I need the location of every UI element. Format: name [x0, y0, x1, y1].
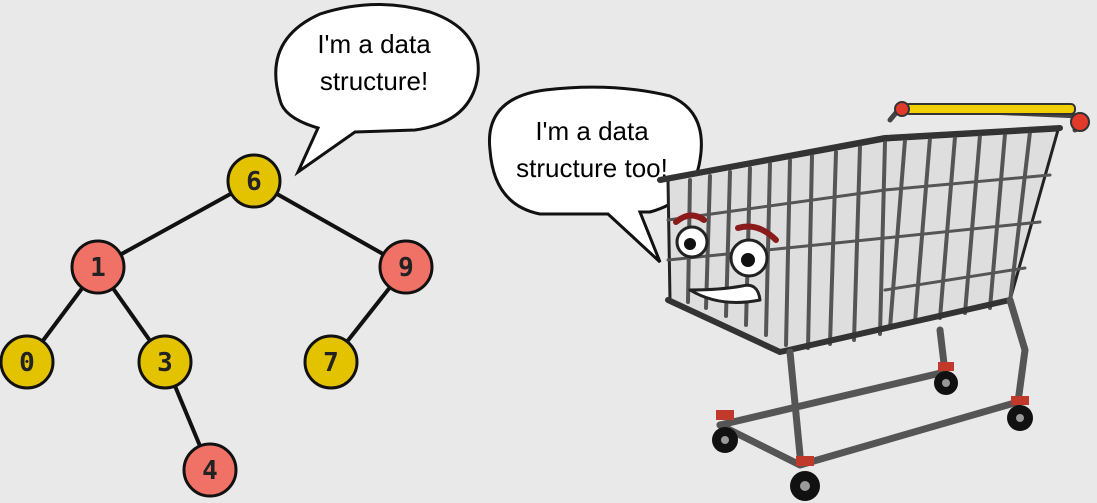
- tree-node-label: 6: [246, 167, 262, 197]
- shopping-cart-icon: [657, 101, 1090, 501]
- tree-node-1: 1: [70, 239, 126, 295]
- tree-node-circle: [0, 334, 55, 390]
- cart-speech-bubble: I'm a data structure too!: [487, 85, 703, 264]
- cart-face: [673, 212, 779, 304]
- tree-bubble-line-1: I'm a data: [317, 29, 431, 59]
- cart-bubble-line-1: I'm a data: [535, 116, 649, 146]
- tree-node-4: 4: [182, 442, 238, 498]
- tree-node-label: 7: [323, 348, 339, 378]
- handle-cap-right-icon: [1070, 112, 1090, 132]
- tree-node-circle: [70, 239, 126, 295]
- tree-edge-n6-n9: [253, 179, 407, 269]
- tree-node-label: 9: [398, 253, 414, 283]
- tree-node-6: 6: [226, 153, 282, 209]
- tree-node-9: 9: [378, 239, 434, 295]
- tree-node-circle: [378, 239, 434, 295]
- cart-wheels: [712, 362, 1033, 501]
- tree-node-circle: [137, 334, 193, 390]
- tree-node-label: 3: [157, 348, 173, 378]
- tree-node-3: 3: [137, 334, 193, 390]
- tree-nodes: 6 1 9 0 3 7 4: [0, 153, 434, 498]
- tree-node-label: 0: [19, 348, 35, 378]
- tree-node-circle: [182, 442, 238, 498]
- cart-bubble-line-2: structure too!: [516, 153, 668, 183]
- tree-bubble-line-2: structure!: [320, 66, 428, 96]
- smile-icon: [688, 283, 762, 304]
- tree-node-label: 1: [90, 253, 106, 283]
- tree-node-0: 0: [0, 334, 55, 390]
- tree-node-7: 7: [303, 334, 359, 390]
- tree-edges: [25, 179, 408, 471]
- tree-edge-n6-n1: [97, 179, 255, 269]
- tree-speech-bubble: I'm a data structure!: [274, 2, 480, 177]
- handle-cap-left-icon: [894, 101, 910, 117]
- tree-node-circle: [226, 153, 282, 209]
- tree-node-label: 4: [202, 456, 218, 486]
- tree-node-circle: [303, 334, 359, 390]
